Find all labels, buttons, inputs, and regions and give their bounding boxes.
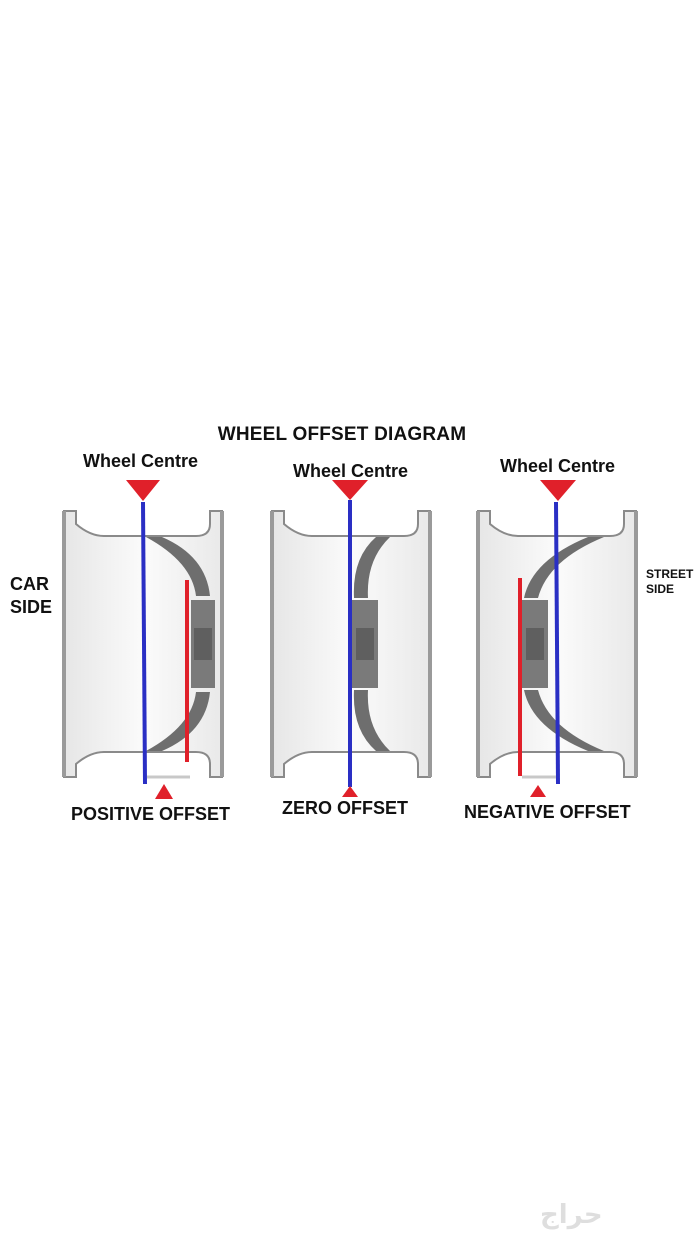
- watermark-logo: حراج: [540, 1200, 603, 1230]
- wheel-spoke-lower: [524, 690, 604, 751]
- offset-marker: [342, 786, 358, 797]
- diagram-title: WHEEL OFFSET DIAGRAM: [217, 424, 467, 445]
- street-side-line2: SIDE: [646, 582, 675, 596]
- centre-marker: [126, 480, 160, 501]
- street-side-label: STREET SIDE: [646, 567, 693, 597]
- positive-offset-label: POSITIVE OFFSET: [71, 804, 231, 824]
- wheel-negative-offset: [476, 480, 638, 797]
- offset-marker: [530, 785, 546, 797]
- wheel-centreline: [554, 501, 560, 785]
- wheel-spoke-upper: [524, 537, 604, 598]
- centre-marker: [332, 480, 368, 500]
- wheel-centre-label-positive: Wheel Centre: [83, 451, 199, 471]
- wheel-zero-offset: [270, 480, 432, 797]
- car-side-line1: CAR: [10, 574, 49, 594]
- wheel-spoke-lower: [353, 690, 390, 751]
- centre-marker: [540, 480, 576, 501]
- zero-offset-label: ZERO OFFSET: [282, 798, 408, 818]
- car-side-label: CAR SIDE: [10, 573, 52, 619]
- wheel-positive-offset: [62, 480, 224, 799]
- street-side-line1: STREET: [646, 567, 694, 581]
- wheel-centre-label-negative: Wheel Centre: [500, 456, 616, 476]
- negative-offset-label: NEGATIVE OFFSET: [464, 802, 631, 822]
- wheel-spoke-upper: [353, 537, 390, 598]
- offset-marker: [155, 784, 173, 799]
- wheel-centre-label-zero: Wheel Centre: [293, 461, 409, 481]
- wheel-spoke-upper: [146, 537, 210, 596]
- wheel-centreline: [141, 501, 147, 785]
- car-side-line2: SIDE: [10, 597, 53, 617]
- wheel-spoke-lower: [146, 692, 210, 751]
